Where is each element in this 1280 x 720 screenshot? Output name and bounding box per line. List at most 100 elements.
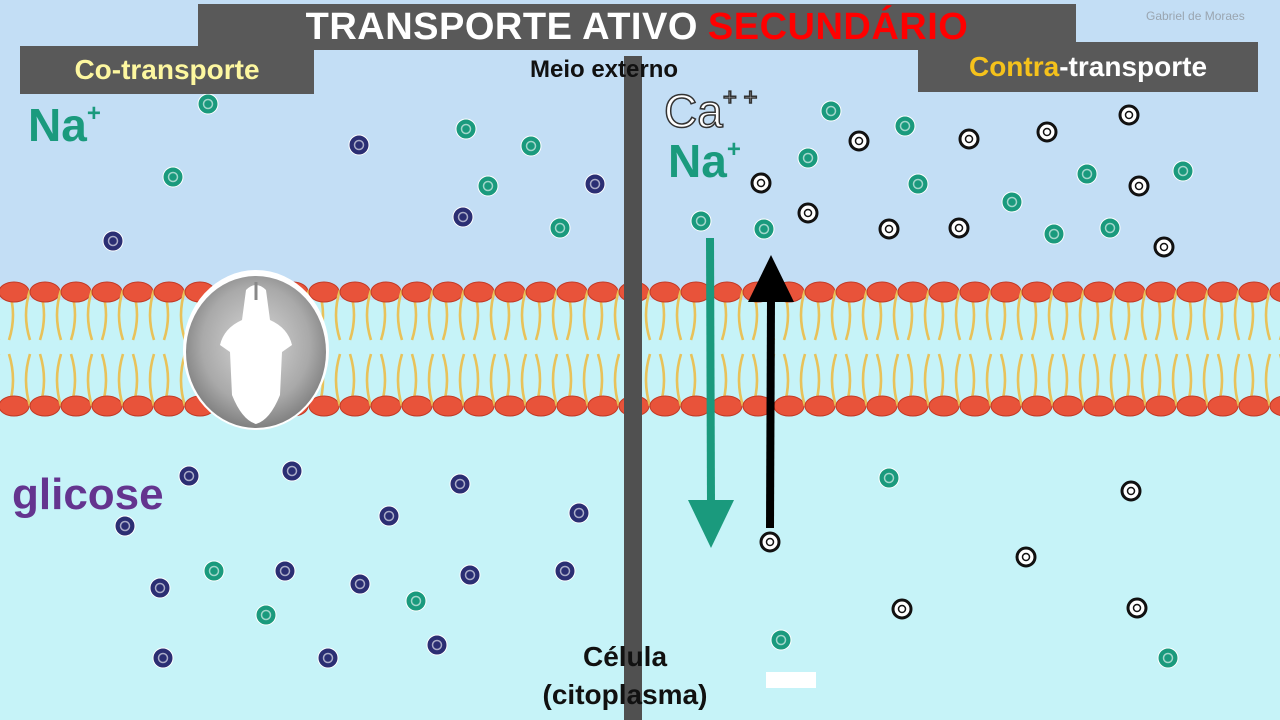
sodium-particle (203, 560, 225, 582)
calcium-symbol: Ca (663, 84, 723, 138)
white-marker (766, 672, 816, 688)
lipid-tail (892, 353, 900, 407)
lipid-tail (737, 289, 745, 341)
sodium-label-left: Na+ (28, 98, 101, 152)
lipid-tail (1233, 289, 1241, 341)
lipid-tail (985, 353, 993, 407)
calcium-particle (891, 598, 913, 620)
lipid-tail (365, 289, 373, 341)
glucose-particle (281, 460, 303, 482)
lipid-tail (1264, 353, 1272, 407)
glucose-particle (178, 465, 200, 487)
lipid-tail (551, 289, 559, 341)
lipid-tail (613, 289, 621, 341)
glucose-particle (449, 473, 471, 495)
lipid-tail (830, 289, 838, 341)
lipid-tail (613, 353, 621, 407)
glucose-particle (152, 647, 174, 669)
glucose-particle (114, 515, 136, 537)
sodium-particle (1043, 223, 1065, 245)
lipid-tail (799, 289, 807, 341)
calcium-label: Ca+ + (663, 83, 758, 138)
lipid-tail (148, 289, 156, 341)
glucose-label: glicose (12, 470, 164, 519)
lipid-tail (799, 353, 807, 407)
calcium-charge: + + (722, 83, 758, 112)
lipid-tail (396, 353, 404, 407)
lipid-tail (737, 353, 745, 407)
glucose-particle (317, 647, 339, 669)
sodium-label-right: Na+ (668, 134, 741, 188)
lipid-tail (1047, 289, 1055, 341)
glucose-particle (102, 230, 124, 252)
section-divider (624, 56, 642, 720)
lipid-tail (861, 289, 869, 341)
sodium-particle (878, 467, 900, 489)
sodium-particle (1172, 160, 1194, 182)
calcium-particle (750, 172, 772, 194)
lipid-tail (179, 289, 187, 341)
sodium-particle (455, 118, 477, 140)
lipid-tail (520, 353, 528, 407)
lipid-tail (520, 289, 528, 341)
calcium-particle (1036, 121, 1058, 143)
calcium-particle (1153, 236, 1175, 258)
sodium-particle (797, 147, 819, 169)
lipid-tail (55, 289, 63, 341)
lipid-tail (582, 289, 590, 341)
lipid-tail (923, 353, 931, 407)
lipid-tail (458, 289, 466, 341)
down-arrow-icon (688, 237, 734, 548)
glucose-particle (584, 173, 606, 195)
cotransport-label: Co-transporte (74, 54, 260, 85)
glucose-particle (348, 134, 370, 156)
lipid-tail (954, 353, 962, 407)
lipid-tail (923, 289, 931, 341)
calcium-particle (759, 531, 781, 553)
sodium-particle (820, 100, 842, 122)
lipid-tail (861, 353, 869, 407)
countertransport-label-box: Contra-transporte (918, 42, 1258, 92)
lipid-tail (644, 289, 652, 341)
calcium-particle (948, 217, 970, 239)
lipid-tail (396, 289, 404, 341)
glucose-particle (378, 505, 400, 527)
lipid-tail (1016, 289, 1024, 341)
calcium-particle (1120, 480, 1142, 502)
title-main: TRANSPORTE ATIVO (305, 5, 698, 48)
lipid-tail (582, 353, 590, 407)
title-banner: TRANSPORTE ATIVO SECUNDÁRIO (198, 4, 1076, 50)
glucose-particle (459, 564, 481, 586)
lipid-tail (24, 353, 32, 407)
lipid-tail (1264, 289, 1272, 341)
sodium-particle (197, 93, 219, 115)
countertransport-label-accent: Contra (968, 51, 1060, 82)
cell-label: Célula (citoplasma) (510, 638, 740, 714)
sodium-particle (255, 604, 277, 626)
lipid-tail (334, 353, 342, 407)
extracellular-label: Meio externo (530, 56, 679, 83)
sodium-charge: + (86, 99, 101, 127)
sodium-symbol-right: Na (668, 135, 727, 187)
countertransport-label-rest: -transporte (1059, 51, 1208, 82)
calcium-particle (1118, 104, 1140, 126)
lipid-tail (1140, 353, 1148, 407)
glucose-particle (274, 560, 296, 582)
sodium-particle (1001, 191, 1023, 213)
lipid-tail (148, 353, 156, 407)
lipid-tail (86, 353, 94, 407)
calcium-particle (1015, 546, 1037, 568)
lipid-tail (1171, 353, 1179, 407)
lipid-tail (365, 353, 373, 407)
up-arrow-icon (748, 255, 794, 529)
lipid-head (1269, 282, 1280, 302)
sodium-particle (1157, 647, 1179, 669)
lipid-tail (551, 353, 559, 407)
sodium-particle (894, 115, 916, 137)
sodium-particle (477, 175, 499, 197)
calcium-particle (1128, 175, 1150, 197)
cell-label-line2: (citoplasma) (542, 679, 708, 710)
